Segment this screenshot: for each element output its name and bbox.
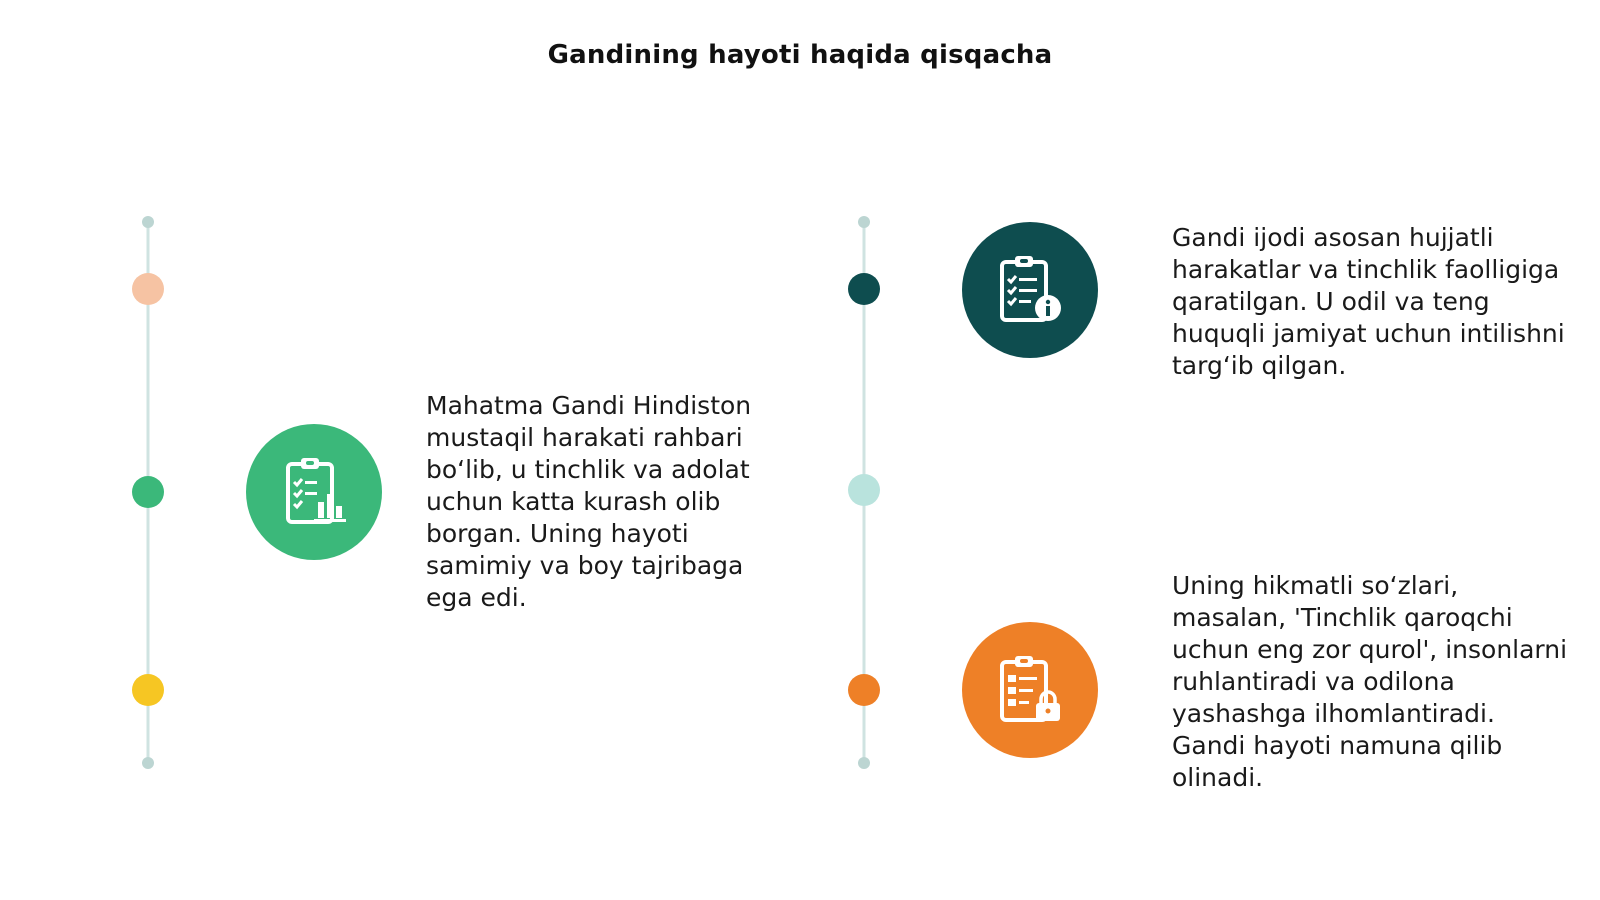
entry-1-text: Mahatma Gandi Hindiston mustaqil harakat… [426,391,752,612]
clipboard-lock-icon [1000,656,1060,722]
right-timeline-start-dot [858,216,870,228]
left-timeline-marker-peach [132,273,164,305]
entry-2-text: Gandi ijodi asosan hujjatli harakatlar v… [1172,223,1565,380]
right-timeline-marker-light-teal [848,474,880,506]
left-timeline-marker-yellow [132,674,164,706]
right-timeline-marker-orange [848,674,880,706]
entry-3-text: Uning hikmatli so‘zlari, masalan, 'Tinch… [1172,571,1568,792]
page-title: Gandining hayoti haqida qisqacha [547,40,1053,70]
entry-1-icon-badge [246,424,382,560]
left-timeline-marker-green [132,476,164,508]
right-timeline-marker-teal [848,273,880,305]
clipboard-info-icon [1000,256,1061,322]
entry-3-icon-badge [962,622,1098,758]
left-timeline-end-dot [142,757,154,769]
entry-2-icon-badge [962,222,1098,358]
clipboard-chart-icon [286,458,346,524]
left-timeline-start-dot [142,216,154,228]
right-timeline-end-dot [858,757,870,769]
